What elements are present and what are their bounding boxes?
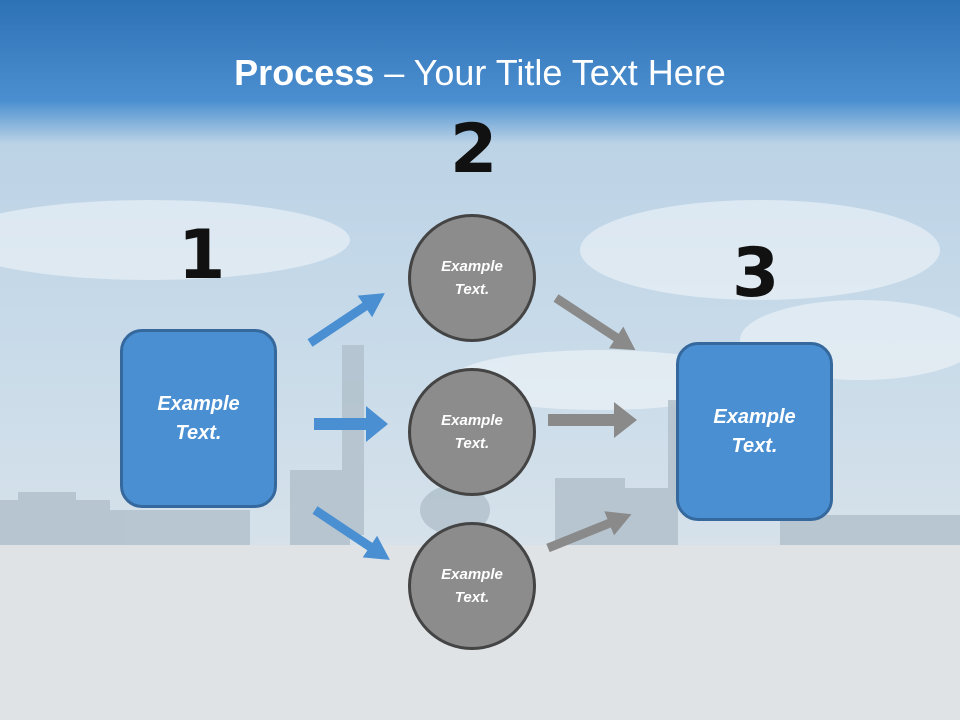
step-2-circle-bottom: Example Text. [408, 522, 536, 650]
title-rest: – Your Title Text Here [374, 52, 726, 93]
step-2-item-1-text: Example Text. [441, 257, 503, 298]
arrow-1-to-2-top [307, 293, 385, 347]
step-2-circle-top: Example Text. [408, 214, 536, 342]
step-2-item-2-text: Example Text. [441, 411, 503, 452]
arrow-2-to-3-middle [548, 402, 637, 438]
page-title: Process – Your Title Text Here [0, 52, 960, 94]
step-3-text: Example Text. [713, 405, 796, 457]
arrow-1-to-2-bottom [312, 506, 390, 560]
arrow-1-to-2-middle [314, 406, 388, 442]
step-1-number: 1 [178, 216, 226, 295]
step-1-box: Example Text. [120, 329, 277, 508]
blue-arrows [307, 293, 390, 560]
step-2-item-3-text: Example Text. [441, 565, 503, 606]
title-bold: Process [234, 52, 375, 93]
step-2-number: 2 [450, 110, 498, 189]
step-2-circle-middle: Example Text. [408, 368, 536, 496]
arrow-2-to-3-bottom [546, 511, 632, 553]
step-3-number: 3 [732, 234, 780, 313]
arrow-2-to-3-top [553, 294, 636, 351]
step-3-box: Example Text. [676, 342, 833, 521]
gray-arrows [546, 294, 637, 553]
step-1-text: Example Text. [157, 392, 240, 444]
